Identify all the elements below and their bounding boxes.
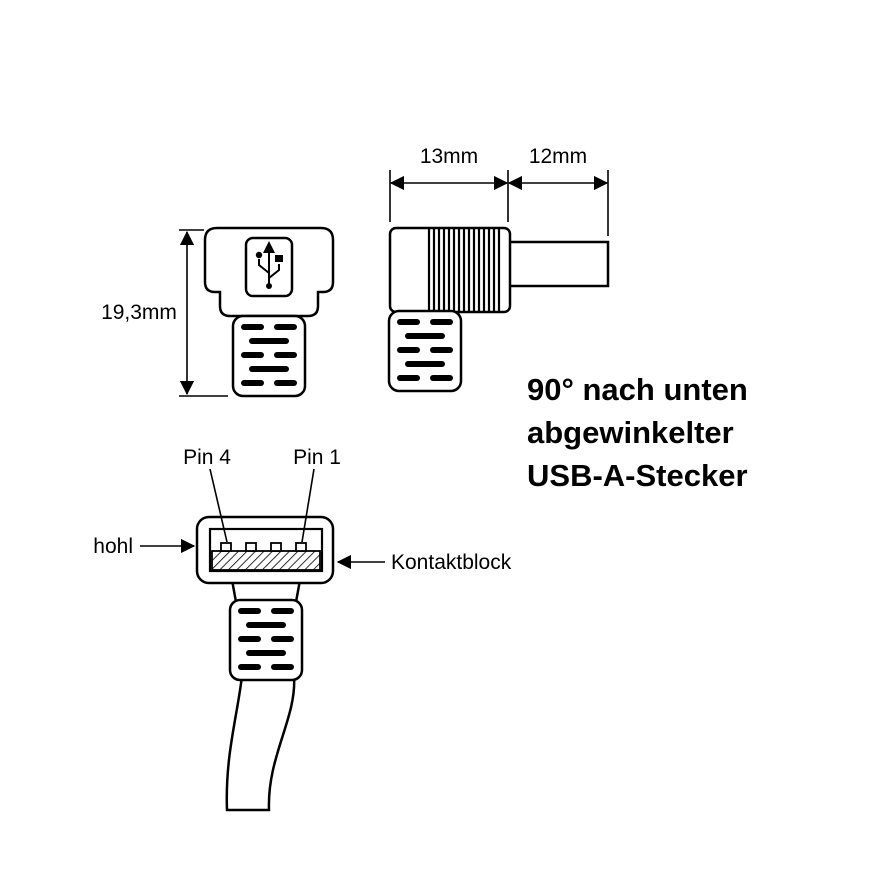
- pin-4: [220, 542, 232, 552]
- contact-block-callout: Kontaktblock: [336, 551, 512, 574]
- pin-3: [245, 542, 257, 552]
- caption-line-1: 90° nach unten: [527, 372, 748, 407]
- pin-labels: Pin 4 Pin 1: [183, 446, 341, 543]
- front-view: [203, 226, 335, 398]
- dimension-label-19-3mm: 19,3mm: [101, 301, 177, 324]
- grip-ribs: [427, 229, 501, 311]
- pin-1: [295, 542, 307, 552]
- caption-line-3: USB-A-Stecker: [527, 458, 748, 493]
- dimension-connector-height: 19,3mm: [101, 229, 228, 397]
- strain-relief: [231, 314, 307, 398]
- contact-block-label: Kontaktblock: [391, 551, 512, 574]
- dimension-cable-stub: 12mm: [507, 145, 609, 236]
- dimension-grip-width: 13mm: [389, 145, 509, 222]
- cable-stub: [506, 240, 610, 288]
- pin4-leader-line: [209, 468, 228, 543]
- pin1-leader-line: [301, 468, 315, 543]
- contact-block: [211, 550, 321, 571]
- strain-relief: [387, 309, 463, 393]
- caption-line-2: abgewinkelter: [527, 415, 734, 450]
- dimension-label-13mm: 13mm: [420, 145, 478, 168]
- dimension-label-12mm: 12mm: [529, 145, 587, 168]
- hollow-callout: hohl: [93, 535, 196, 558]
- bottom-view: [195, 515, 335, 812]
- usb-trident-icon: [255, 241, 283, 289]
- pin-2: [270, 542, 282, 552]
- caption: 90° nach unten abgewinkelter USB-A-Steck…: [527, 372, 748, 493]
- pin4-label: Pin 4: [183, 446, 231, 469]
- side-view: [387, 226, 610, 393]
- cable: [225, 674, 296, 812]
- pin1-label: Pin 1: [293, 446, 341, 469]
- strain-relief: [228, 598, 304, 682]
- hollow-label: hohl: [93, 535, 133, 558]
